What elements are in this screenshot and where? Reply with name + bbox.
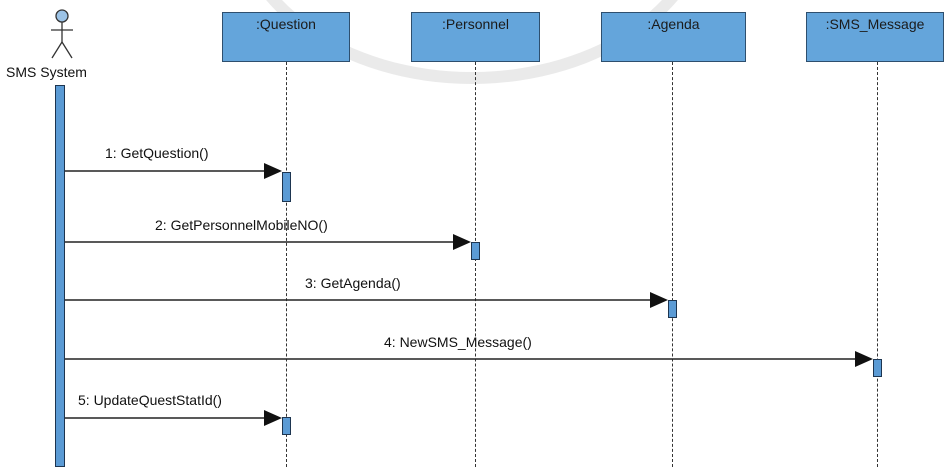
- activation-personnel: [471, 242, 480, 260]
- message-label-2: 2: GetPersonnelMobileNO(): [155, 217, 328, 233]
- message-label-4: 4: NewSMS_Message(): [384, 334, 532, 350]
- message-label-5: 5: UpdateQuestStatId(): [78, 392, 222, 408]
- lifeline-sms-message-line: [877, 62, 878, 467]
- message-arrow-2: [65, 234, 471, 250]
- lifeline-personnel-label: :Personnel: [442, 16, 509, 32]
- message-arrow-5: [65, 410, 282, 426]
- lifeline-question[interactable]: :Question: [222, 12, 350, 62]
- lifeline-sms-message[interactable]: :SMS_Message: [806, 12, 944, 62]
- lifeline-personnel[interactable]: :Personnel: [411, 12, 540, 62]
- lifeline-agenda-line: [672, 62, 673, 467]
- actor-icon: [51, 9, 73, 59]
- activation-question-2: [282, 417, 291, 435]
- lifeline-agenda[interactable]: :Agenda: [601, 12, 746, 62]
- lifeline-personnel-line: [475, 62, 476, 467]
- message-arrow-4: [65, 351, 873, 367]
- message-label-1: 1: GetQuestion(): [105, 145, 209, 161]
- actor-label: SMS System: [6, 64, 87, 80]
- activation-agenda: [668, 300, 677, 318]
- activation-question-1: [282, 172, 291, 202]
- message-arrow-3: [65, 292, 668, 308]
- message-label-3: 3: GetAgenda(): [305, 275, 401, 291]
- lifeline-sms-message-label: :SMS_Message: [825, 16, 925, 32]
- activation-sms-message: [873, 359, 882, 377]
- lifeline-question-line: [286, 62, 287, 467]
- lifeline-agenda-label: :Agenda: [647, 16, 700, 32]
- message-arrow-1: [65, 163, 282, 179]
- lifeline-question-label: :Question: [256, 16, 316, 32]
